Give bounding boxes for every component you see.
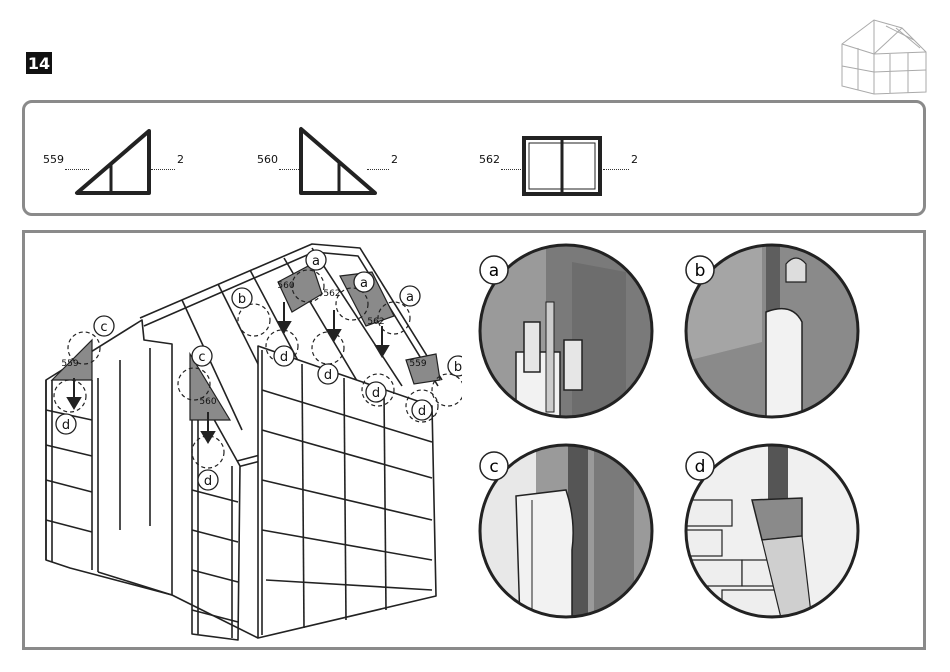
callout-a: a: [360, 276, 368, 291]
detail-letter-b: b: [695, 261, 706, 281]
detail-c: c: [476, 440, 656, 622]
part-qty-560: 2: [391, 153, 398, 166]
callout-c: c: [198, 350, 205, 365]
part-label-560: 560: [199, 397, 216, 407]
callout-c: c: [100, 320, 107, 335]
detail-letter-c: c: [489, 457, 498, 477]
detail-letter-a: a: [489, 261, 499, 281]
callout-b: b: [238, 292, 246, 307]
part-qty-562: 2: [631, 153, 638, 166]
glass-panel-icon: [521, 135, 603, 197]
callout-d: d: [280, 350, 288, 365]
part-code-560: 560: [257, 153, 278, 166]
part-label-559: 559: [409, 359, 426, 369]
glass-panel-icon: [295, 125, 381, 197]
greenhouse-assembly-drawing: c d c d b d a d a d a d b 559 560 560 56…: [22, 230, 462, 646]
detail-a: a: [476, 242, 656, 420]
callout-d: d: [418, 404, 426, 419]
callout-a: a: [312, 254, 320, 269]
callout-d: d: [204, 474, 212, 489]
callout-a: a: [406, 290, 414, 305]
part-label-559: 559: [61, 359, 78, 369]
callout-b: b: [454, 360, 462, 375]
part-code-562: 562: [479, 153, 500, 166]
callout-d: d: [62, 418, 70, 433]
part-label-562: 562: [367, 317, 384, 327]
leader-dots: [367, 169, 389, 170]
leader-dots: [603, 169, 629, 170]
part-code-559: 559: [43, 153, 64, 166]
callout-d: d: [324, 368, 332, 383]
detail-b: b: [682, 242, 862, 420]
part-qty-559: 2: [177, 153, 184, 166]
parts-list-panel: 559 2 560 2 562 2: [22, 100, 926, 216]
detail-d: d: [682, 440, 862, 622]
leader-dots: [501, 169, 523, 170]
part-label-560: 560: [277, 281, 294, 291]
leader-dots: [151, 169, 175, 170]
part-label-562: 562: [323, 289, 340, 299]
glass-panel-icon: [73, 127, 153, 197]
callout-d: d: [372, 386, 380, 401]
step-number-badge: 14: [26, 52, 52, 74]
detail-letter-d: d: [695, 457, 706, 477]
greenhouse-thumbnail-icon: [834, 14, 934, 96]
